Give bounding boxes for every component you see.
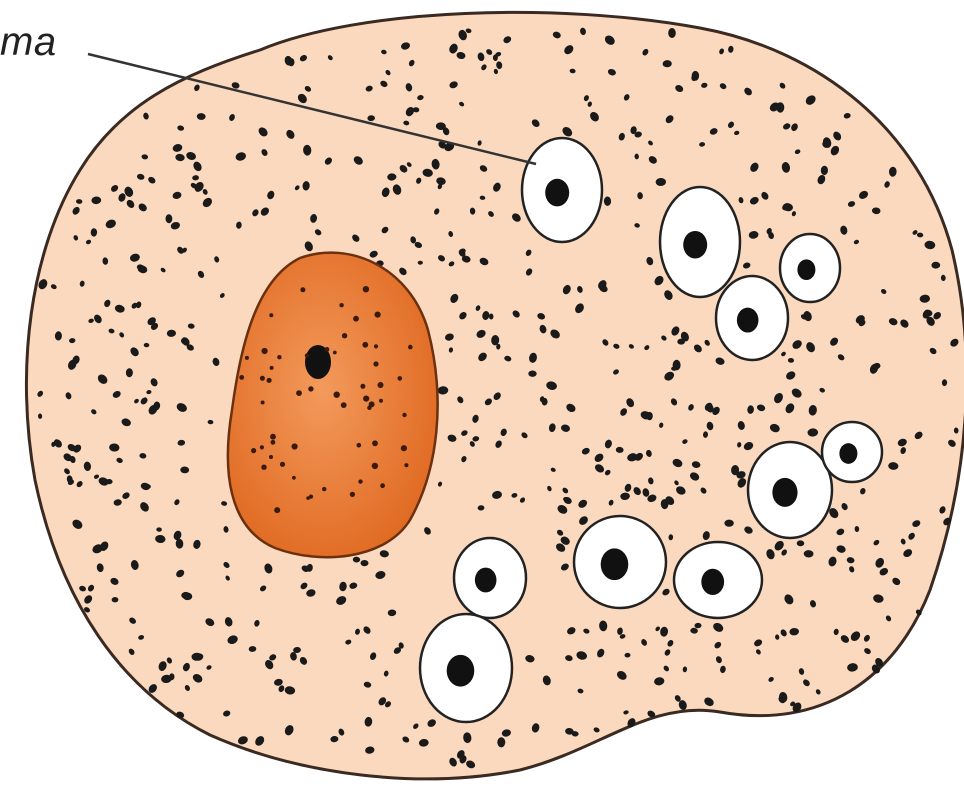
nuclear-granule — [358, 479, 362, 483]
nuclear-granule — [401, 445, 407, 451]
vacuole-food-particle — [839, 443, 857, 464]
nuclear-granule — [342, 333, 347, 338]
nuclear-granule — [325, 347, 330, 352]
vacuole — [454, 538, 526, 618]
vacuole-food-particle — [737, 308, 759, 333]
nuclear-granule — [261, 401, 265, 405]
cytoplasmic-granule — [724, 520, 733, 527]
nuclear-granule — [261, 465, 266, 470]
nuclear-granule — [270, 434, 276, 440]
nuclear-granule — [292, 443, 298, 449]
nuclear-granule — [270, 366, 274, 370]
nuclear-granule — [239, 375, 244, 380]
vacuole-food-particle — [475, 568, 497, 593]
vacuole-food-particle — [772, 478, 797, 507]
vacuole — [780, 234, 840, 302]
nuclear-granule — [362, 342, 368, 348]
vacuole-food-particle — [601, 548, 629, 580]
cytoplasmic-granule — [776, 102, 784, 112]
nuclear-granule — [269, 313, 273, 317]
nuclear-granule — [357, 443, 362, 448]
nuclear-granule — [322, 487, 326, 491]
nuclear-granule — [274, 507, 280, 513]
vacuole — [716, 276, 788, 360]
nuclear-granule — [300, 287, 305, 292]
callout-label: ma — [0, 20, 57, 65]
vacuole — [748, 442, 832, 538]
nuclear-granule — [367, 406, 371, 410]
nuclear-granule — [305, 353, 309, 357]
nuclear-granule — [269, 455, 273, 459]
nuclear-granule — [408, 345, 413, 350]
nuclear-granule — [260, 376, 265, 381]
nuclear-granule — [333, 351, 337, 355]
nuclear-granule — [372, 463, 378, 469]
vacuole — [420, 614, 512, 722]
nuclear-granule — [353, 316, 359, 322]
cytoplasmic-granule — [497, 737, 505, 747]
vacuole-food-particle — [545, 179, 569, 207]
nuclear-granule — [375, 312, 381, 318]
nuclear-granule — [374, 344, 378, 348]
nuclear-granule — [271, 440, 276, 445]
nuclear-granule — [308, 386, 313, 391]
nuclear-granule — [363, 396, 369, 402]
vacuole — [574, 516, 666, 608]
vacuole — [822, 422, 882, 482]
nuclear-granule — [292, 476, 296, 480]
nuclear-granule — [306, 496, 310, 500]
vacuole — [674, 542, 762, 618]
nuclear-granule — [363, 286, 369, 292]
nuclear-granule — [398, 376, 403, 381]
nuclear-granule — [296, 390, 302, 396]
vacuole — [660, 187, 740, 297]
nuclear-granule — [334, 392, 340, 398]
vacuole-food-particle — [701, 569, 724, 595]
nuclear-granule — [267, 378, 272, 383]
nuclear-granule — [380, 483, 385, 488]
nuclear-granule — [260, 445, 264, 449]
nuclear-granule — [280, 462, 285, 467]
cytoplasmic-granule — [489, 314, 494, 320]
nuclear-granule — [277, 355, 281, 359]
vacuole-food-particle — [447, 655, 475, 687]
nuclear-granule — [379, 399, 383, 403]
nuclear-granule — [339, 303, 343, 307]
nuclear-granule — [262, 348, 268, 354]
vacuole-food-particle — [797, 259, 815, 280]
vacuole — [522, 138, 602, 242]
nuclear-granule — [350, 492, 355, 497]
nuclear-granule — [372, 440, 378, 446]
nuclear-granule — [402, 413, 406, 417]
nuclear-granule — [341, 402, 347, 408]
nuclear-granule — [378, 382, 384, 388]
vacuole-food-particle — [683, 231, 707, 259]
nuclear-granule — [404, 463, 408, 467]
nuclear-granule — [251, 448, 256, 453]
nuclear-granule — [245, 356, 249, 360]
nuclear-granule — [360, 384, 365, 389]
nuclear-granule — [373, 361, 378, 366]
